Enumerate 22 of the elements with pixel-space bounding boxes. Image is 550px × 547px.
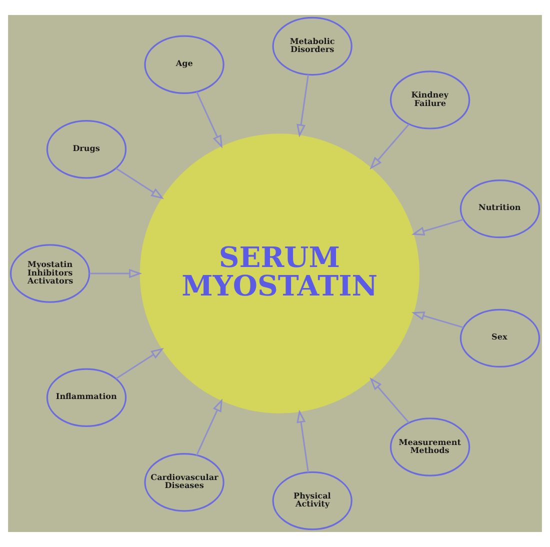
- arrow: [196, 91, 222, 148]
- node-ellipse: Inflammation: [46, 368, 127, 427]
- arrow: [411, 218, 464, 236]
- node-ellipse: Kindney Failure: [390, 70, 470, 130]
- node-ellipse: Physical Activity: [272, 471, 352, 530]
- arrow: [196, 398, 222, 456]
- arrow: [296, 410, 309, 472]
- node-ellipse: Drugs: [46, 120, 127, 179]
- node-ellipse: Sex: [460, 308, 540, 368]
- node-ellipse: Nutrition: [460, 179, 540, 238]
- arrow: [116, 348, 164, 380]
- node-ellipse: Age: [144, 35, 224, 94]
- node-ellipse: Metabolic Disorders: [272, 16, 352, 76]
- arrow: [90, 268, 142, 278]
- arrow: [411, 312, 464, 328]
- node-ellipse: Measurement Methods: [390, 418, 470, 476]
- arrow: [296, 74, 309, 138]
- node-ellipse: Myostatin Inhibitors Activators: [10, 244, 90, 303]
- arrow: [370, 377, 410, 424]
- arrow: [370, 124, 410, 170]
- node-ellipse: Cardiovascular Diseases: [144, 453, 224, 512]
- arrow: [116, 168, 164, 200]
